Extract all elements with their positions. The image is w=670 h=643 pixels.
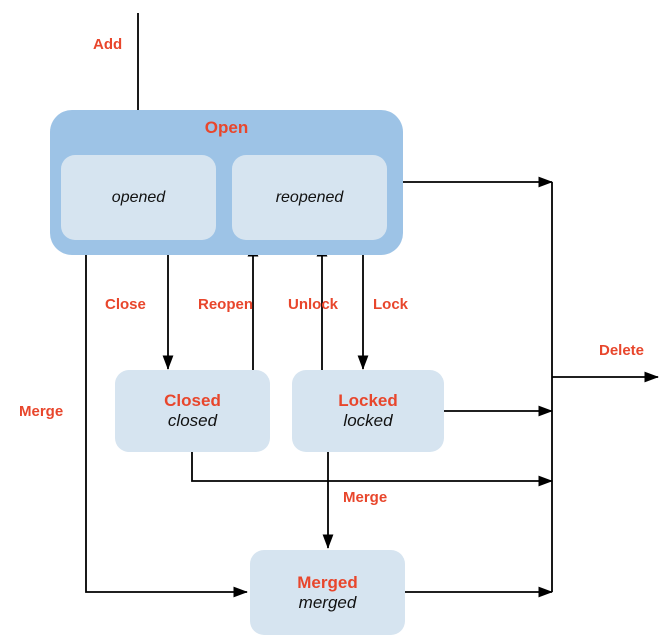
state-closed-value: closed: [167, 411, 218, 430]
state-group-open-title: Open: [204, 118, 249, 137]
state-merged-title: Merged: [297, 572, 358, 592]
edge-label-reopen: Reopen: [198, 296, 254, 313]
state-merged-value: merged: [298, 592, 357, 612]
state-closed-title: Closed: [164, 391, 221, 411]
edge-label-close: Close: [105, 296, 146, 313]
state-merged[interactable]: Merged merged: [250, 550, 405, 635]
state-closed[interactable]: Closed closed: [115, 370, 270, 452]
edge-label-merge-left: Merge: [19, 403, 64, 420]
substate-opened-label: opened: [111, 188, 166, 206]
state-locked-title: Locked: [338, 391, 398, 411]
state-locked-value: locked: [343, 411, 393, 430]
edge-merge-open: [85, 255, 248, 598]
substate-reopened[interactable]: reopened: [232, 155, 387, 240]
substate-opened[interactable]: opened: [61, 155, 216, 240]
edge-label-merge-center: Merge: [343, 489, 388, 506]
state-locked[interactable]: Locked locked: [292, 370, 444, 452]
edge-label-add: Add: [93, 36, 123, 53]
substate-reopened-label: reopened: [275, 188, 344, 206]
edge-closed-to-collector: [191, 452, 553, 487]
edge-label-unlock: Unlock: [288, 296, 339, 313]
edge-label-delete: Delete: [599, 342, 645, 359]
edge-label-lock: Lock: [373, 296, 409, 313]
